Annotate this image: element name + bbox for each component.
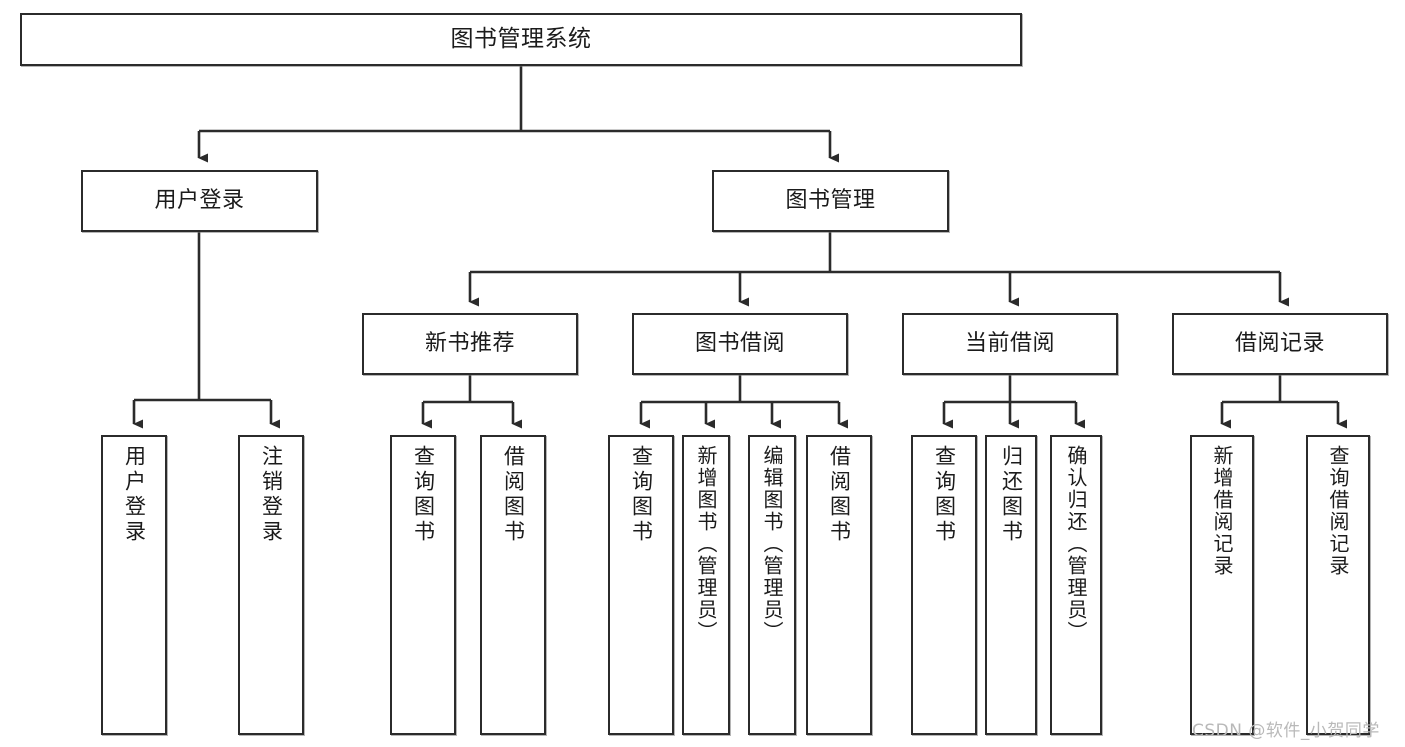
node-user-login-label: 用户登录 [154, 187, 245, 213]
node-leaf-return-book[interactable]: 归还图书 [985, 435, 1037, 735]
node-new-book-recommend-label: 新书推荐 [424, 330, 515, 356]
node-root-label: 图书管理系统 [450, 25, 592, 52]
node-leaf-query-book-1-label: 查询图书 [411, 445, 436, 545]
node-leaf-edit-book-label: 编辑图书（管理员） [760, 445, 784, 643]
node-book-management-label: 图书管理 [785, 187, 876, 213]
csdn-watermark: CSDN @软件_小贺同学 [1192, 721, 1380, 741]
node-leaf-borrow-book-2[interactable]: 借阅图书 [806, 435, 872, 735]
node-leaf-logout-label: 注销登录 [259, 445, 284, 545]
node-leaf-add-book-label: 新增图书（管理员） [694, 445, 718, 643]
node-leaf-edit-book[interactable]: 编辑图书（管理员） [748, 435, 796, 735]
node-leaf-confirm-return-label: 确认归还（管理员） [1064, 445, 1088, 643]
node-new-book-recommend[interactable]: 新书推荐 [362, 313, 578, 375]
node-root[interactable]: 图书管理系统 [20, 13, 1022, 66]
node-leaf-query-book-2[interactable]: 查询图书 [608, 435, 674, 735]
node-book-borrow-label: 图书借阅 [694, 330, 785, 356]
node-leaf-query-record[interactable]: 查询借阅记录 [1306, 435, 1370, 735]
node-current-borrow[interactable]: 当前借阅 [902, 313, 1118, 375]
node-user-login[interactable]: 用户登录 [81, 170, 318, 232]
node-leaf-borrow-book-2-label: 借阅图书 [827, 445, 852, 545]
node-leaf-user-login-label: 用户登录 [122, 445, 147, 545]
node-leaf-query-book-3-label: 查询图书 [932, 445, 957, 545]
node-book-management[interactable]: 图书管理 [712, 170, 949, 232]
node-leaf-query-book-3[interactable]: 查询图书 [911, 435, 977, 735]
node-leaf-borrow-book-1-label: 借阅图书 [501, 445, 526, 545]
node-leaf-add-record[interactable]: 新增借阅记录 [1190, 435, 1254, 735]
node-book-borrow[interactable]: 图书借阅 [632, 313, 848, 375]
node-leaf-query-record-label: 查询借阅记录 [1326, 445, 1350, 577]
node-leaf-query-book-1[interactable]: 查询图书 [390, 435, 456, 735]
node-borrow-record-label: 借阅记录 [1234, 330, 1325, 356]
node-leaf-return-book-label: 归还图书 [999, 445, 1024, 545]
node-borrow-record[interactable]: 借阅记录 [1172, 313, 1388, 375]
node-leaf-add-book[interactable]: 新增图书（管理员） [682, 435, 730, 735]
node-leaf-confirm-return[interactable]: 确认归还（管理员） [1050, 435, 1102, 735]
node-leaf-user-login[interactable]: 用户登录 [101, 435, 167, 735]
node-leaf-logout[interactable]: 注销登录 [238, 435, 304, 735]
node-leaf-borrow-book-1[interactable]: 借阅图书 [480, 435, 546, 735]
node-leaf-add-record-label: 新增借阅记录 [1210, 445, 1234, 577]
node-current-borrow-label: 当前借阅 [964, 330, 1055, 356]
node-leaf-query-book-2-label: 查询图书 [629, 445, 654, 545]
